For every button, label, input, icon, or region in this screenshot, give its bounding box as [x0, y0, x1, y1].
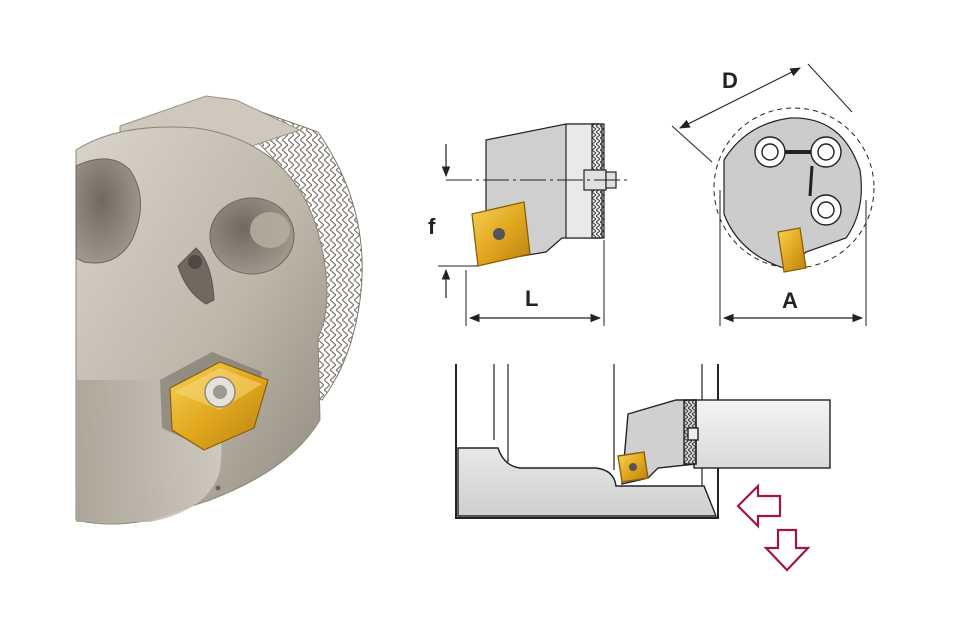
arrow-down-icon [763, 528, 811, 572]
boring-bar [693, 399, 831, 469]
workpiece-wall [457, 447, 718, 517]
front-view-insert [777, 227, 807, 273]
cartridge-render [75, 95, 363, 525]
clamp-pocket [177, 247, 215, 305]
envelope-circle [713, 107, 875, 269]
dimension-D-label: D [722, 68, 738, 93]
feed-arrows [736, 483, 811, 572]
front-view-drawing [671, 63, 875, 326]
dimension-f-label: f [428, 214, 436, 239]
coolant-hole [75, 158, 141, 264]
arrow-left-icon [736, 483, 782, 529]
dimension-A-label: A [782, 288, 798, 313]
dimension-L-label: L [525, 286, 538, 311]
side-view-drawing [438, 123, 628, 326]
application-sketch [455, 364, 831, 519]
